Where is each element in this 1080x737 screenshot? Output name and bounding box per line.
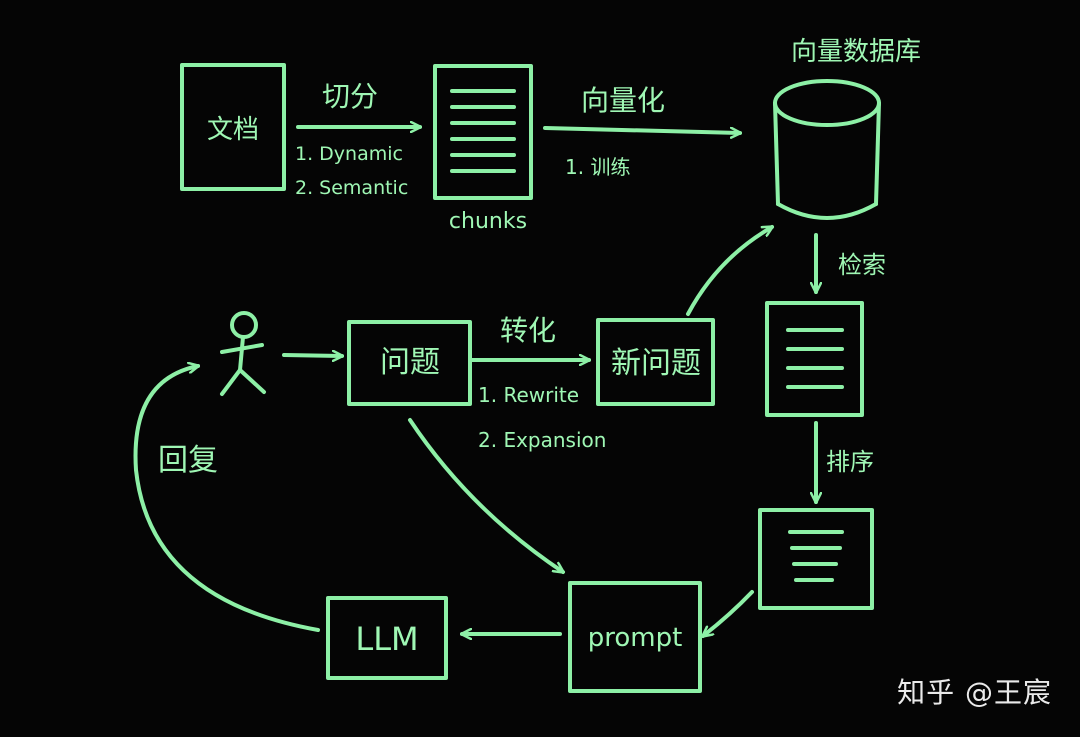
split-method-2: 2. Semantic — [295, 177, 408, 199]
llm-label: LLM — [355, 620, 418, 658]
retrieve-edge: 检索 — [816, 233, 886, 294]
new-question-to-db-edge — [686, 225, 772, 316]
question-node: 问题 — [347, 320, 472, 406]
user-to-question-edge — [282, 355, 342, 356]
document-label: 文档 — [207, 115, 259, 145]
split-edge: 切分 1. Dynamic 2. Semantic — [295, 80, 422, 199]
new-question-node: 新问题 — [596, 318, 715, 406]
chunks-lines-icon — [450, 89, 516, 173]
question-label: 问题 — [380, 345, 440, 380]
transform-label: 转化 — [500, 314, 556, 347]
vectorize-edge: 向量化 1. 训练 — [543, 84, 740, 179]
reranked-docs-node — [758, 508, 874, 610]
prompt-node: prompt — [568, 581, 702, 693]
reply-edge: 回复 — [133, 366, 320, 632]
new-question-label: 新问题 — [611, 346, 701, 381]
database-icon — [773, 79, 881, 220]
retrieved-docs-node — [765, 301, 864, 417]
transform-method-1: 1. Rewrite — [478, 383, 579, 407]
retrieve-label: 检索 — [838, 251, 886, 279]
split-method-1: 1. Dynamic — [295, 143, 403, 165]
rerank-edge: 排序 — [816, 421, 874, 504]
vectorize-method-1: 1. 训练 — [565, 155, 630, 179]
reranked-lines-icon — [788, 530, 844, 582]
retrieved-lines-icon — [786, 328, 844, 389]
split-label: 切分 — [322, 80, 378, 113]
vector-db-node: 向量数据库 — [773, 37, 921, 220]
reply-label: 回复 — [158, 443, 218, 478]
document-node: 文档 — [180, 63, 286, 191]
chunks-node: chunks — [433, 64, 533, 234]
context-to-prompt-edge — [703, 590, 754, 636]
transform-method-2: 2. Expansion — [478, 428, 606, 452]
prompt-label: prompt — [588, 623, 683, 653]
rerank-label: 排序 — [826, 448, 874, 476]
vectorize-label: 向量化 — [581, 84, 665, 117]
transform-edge: 转化 1. Rewrite 2. Expansion — [470, 314, 606, 452]
llm-node: LLM — [326, 596, 448, 680]
user-figure-icon — [220, 311, 266, 396]
vector-db-label: 向量数据库 — [791, 37, 921, 67]
question-to-prompt-edge — [408, 418, 563, 572]
watermark: 知乎 @王宸 — [897, 676, 1052, 709]
chunks-label: chunks — [449, 209, 527, 234]
